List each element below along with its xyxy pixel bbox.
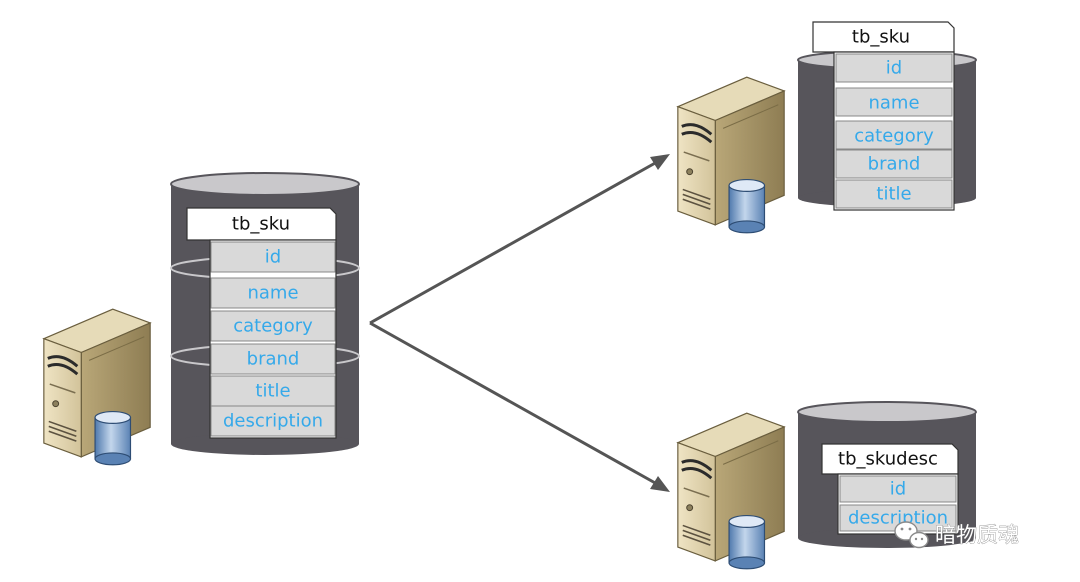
field-id: id [265, 247, 281, 268]
field-brand: brand [868, 154, 921, 175]
arrowhead-2 [650, 476, 670, 492]
field-title: title [876, 184, 911, 205]
target1-table: tb_sku id name category brand title [812, 21, 955, 211]
field-brand: brand [247, 349, 300, 370]
field-name: name [868, 93, 919, 114]
table-header [821, 443, 959, 475]
table-name: tb_sku [852, 27, 910, 48]
source-table: tb_sku id name category brand title desc… [186, 207, 337, 439]
watermark: 暗物质魂 [894, 521, 1019, 549]
arrowhead-1 [650, 154, 670, 170]
field-name: name [247, 283, 298, 304]
target1-server-icon [676, 75, 786, 235]
split-arrows [369, 154, 670, 492]
watermark-text: 暗物质魂 [935, 523, 1019, 547]
field-title: title [255, 381, 290, 402]
field-category: category [233, 316, 313, 337]
table-name: tb_sku [232, 214, 290, 235]
field-description: description [223, 411, 323, 432]
target2-table: tb_skudesc id description [821, 443, 959, 535]
table-header [186, 207, 337, 241]
wechat-icon [894, 521, 929, 549]
field-id: id [886, 58, 902, 79]
field-id: id [890, 479, 906, 500]
target2-server-icon [676, 411, 786, 571]
arrow-to-target-1 [369, 160, 658, 325]
arrow-to-target-2 [369, 321, 658, 486]
field-category: category [854, 126, 934, 147]
field-description: description [848, 508, 948, 529]
source-server-icon [42, 307, 152, 467]
table-name: tb_skudesc [838, 449, 938, 470]
table-header [812, 21, 955, 53]
